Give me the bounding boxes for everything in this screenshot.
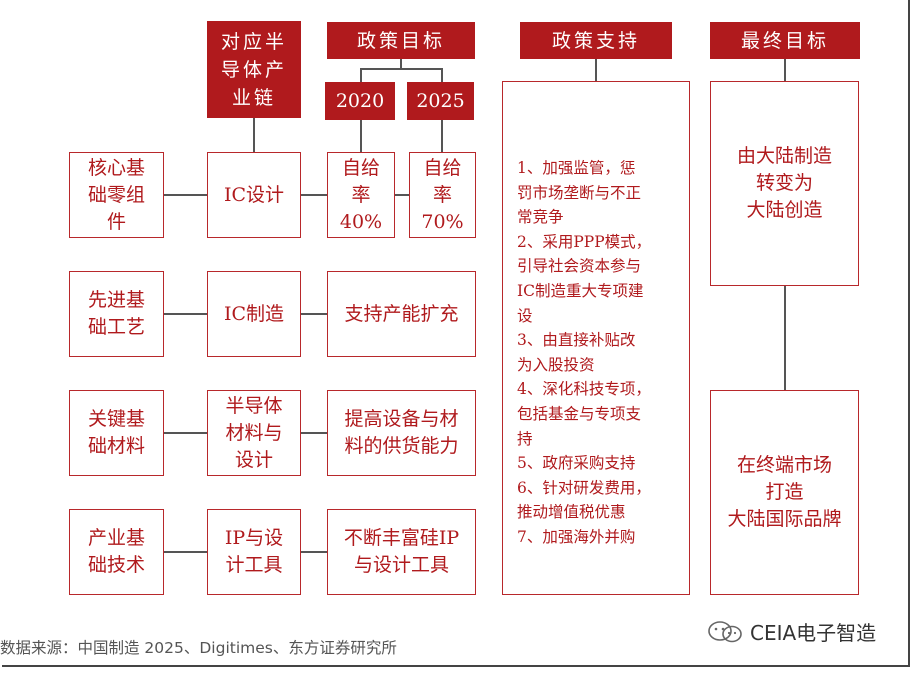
final-line: 大陆国际品牌 — [727, 508, 842, 530]
connector — [400, 59, 402, 69]
support-line: 5、政府采购支持 — [517, 454, 636, 473]
chain-box-ic-design: IC设计 — [207, 152, 301, 238]
chain-text: IC制造 — [223, 302, 285, 325]
header-2020-text: 2020 — [335, 90, 385, 112]
connector — [360, 68, 442, 70]
support-line: 6、针对研发费用， — [517, 478, 651, 497]
watermark: CEIA电子智造 — [706, 617, 876, 646]
chain-text: IP与设计工具 — [224, 527, 284, 576]
base-text: 产业基础技术 — [87, 527, 145, 576]
connector — [395, 194, 409, 196]
support-line: 为入股投资 — [517, 355, 595, 374]
chain-box-ic-manufacturing: IC制造 — [207, 271, 301, 357]
header-2020: 2020 — [325, 82, 395, 120]
base-text: 先进基础工艺 — [87, 289, 145, 338]
connector — [441, 68, 443, 82]
connector — [301, 432, 327, 434]
base-box-basic-tech: 产业基础技术 — [69, 509, 164, 595]
connector — [164, 194, 207, 196]
goal-2025-value: 70% — [421, 210, 464, 233]
goal-box-supply: 提高设备与材料的供货能力 — [327, 390, 476, 476]
final-box-create: 由大陆制造 转变为 大陆创造 — [710, 81, 859, 286]
chain-box-ip-tools: IP与设计工具 — [207, 509, 301, 595]
connector — [441, 120, 443, 152]
watermark-text: CEIA电子智造 — [750, 621, 877, 645]
connector — [784, 286, 786, 390]
header-2025: 2025 — [407, 82, 474, 120]
goal-2020-line: 自给 — [341, 156, 380, 179]
support-line: 3、由直接补贴改 — [517, 331, 636, 350]
connector — [301, 194, 327, 196]
header-support-text: 政策支持 — [551, 29, 640, 52]
connector — [360, 120, 362, 152]
support-line: 设 — [517, 306, 533, 325]
goal-2020-value: 40% — [339, 210, 383, 233]
support-line: 持 — [517, 429, 533, 448]
final-line: 由大陆制造 — [736, 145, 832, 167]
goal-text: 提高设备与材料的供货能力 — [344, 408, 459, 457]
connector — [360, 68, 362, 82]
support-list: 1、加强监管，惩罚市场垄断与不正常竞争 2、采用PPP模式， 引导社会资本参与 IC制… — [517, 156, 683, 550]
chain-text: IC设计 — [223, 183, 285, 206]
support-line: 罚市场垄断与不正 — [517, 183, 642, 202]
base-box-core-components: 核心基础零组件 — [69, 152, 164, 238]
connector — [301, 551, 327, 553]
support-line: 7、加强海外并购 — [517, 527, 636, 546]
final-line: 在终端市场 — [736, 454, 832, 476]
final-line: 大陆创造 — [746, 199, 823, 221]
header-goal-text: 政策目标 — [356, 29, 445, 52]
header-2025-text: 2025 — [416, 90, 465, 112]
connector — [164, 432, 207, 434]
header-final: 最终目标 — [710, 22, 860, 59]
final-box-brand: 在终端市场 打造 大陆国际品牌 — [710, 390, 859, 595]
goal-2025-line: 率 — [432, 183, 452, 206]
header-chain-text: 对应半导体产业链 — [220, 30, 287, 109]
support-line: 2、采用PPP模式， — [517, 232, 652, 251]
connector — [595, 59, 597, 81]
goal-box-2020: 自给 率 40% — [327, 152, 395, 238]
base-text: 关键基础材料 — [87, 408, 145, 457]
goal-text: 不断丰富硅IP与设计工具 — [343, 527, 460, 576]
wechat-icon — [708, 620, 742, 642]
connector — [253, 118, 255, 152]
source-note: 数据来源：中国制造 2025、Digitimes、东方证券研究所 — [0, 639, 397, 657]
connector — [784, 59, 786, 81]
chain-text: 半导体材料与设计 — [225, 394, 283, 471]
support-line: 1、加强监管，惩 — [517, 159, 636, 177]
chain-box-materials-design: 半导体材料与设计 — [207, 390, 301, 476]
support-line: 引导社会资本参与 — [517, 257, 642, 276]
goal-2025-line: 自给 — [423, 156, 462, 179]
figure-frame — [2, 0, 910, 667]
goal-text: 支持产能扩充 — [344, 302, 459, 325]
header-final-text: 最终目标 — [740, 29, 829, 52]
header-support: 政策支持 — [520, 22, 672, 59]
support-line: IC制造重大专项建 — [517, 281, 644, 300]
support-line: 包括基金与专项支 — [517, 404, 642, 423]
header-goal: 政策目标 — [327, 22, 475, 59]
support-line: 4、深化科技专项， — [517, 380, 651, 399]
base-box-advanced-process: 先进基础工艺 — [69, 271, 164, 357]
base-text: 核心基础零组件 — [87, 156, 145, 233]
connector — [164, 551, 207, 553]
support-box: 1、加强监管，惩罚市场垄断与不正常竞争 2、采用PPP模式， 引导社会资本参与 IC制… — [502, 81, 690, 595]
base-box-key-materials: 关键基础材料 — [69, 390, 164, 476]
support-line: 推动增值税优惠 — [517, 503, 626, 522]
goal-box-capacity: 支持产能扩充 — [327, 271, 476, 357]
support-line: 常竞争 — [517, 208, 564, 227]
connector — [301, 313, 327, 315]
final-line: 转变为 — [755, 172, 813, 194]
goal-2020-line: 率 — [351, 183, 371, 206]
final-line: 打造 — [765, 481, 804, 503]
goal-box-ip: 不断丰富硅IP与设计工具 — [327, 509, 476, 595]
header-chain: 对应半导体产业链 — [207, 21, 301, 118]
connector — [164, 313, 207, 315]
goal-box-2025: 自给 率 70% — [409, 152, 476, 238]
